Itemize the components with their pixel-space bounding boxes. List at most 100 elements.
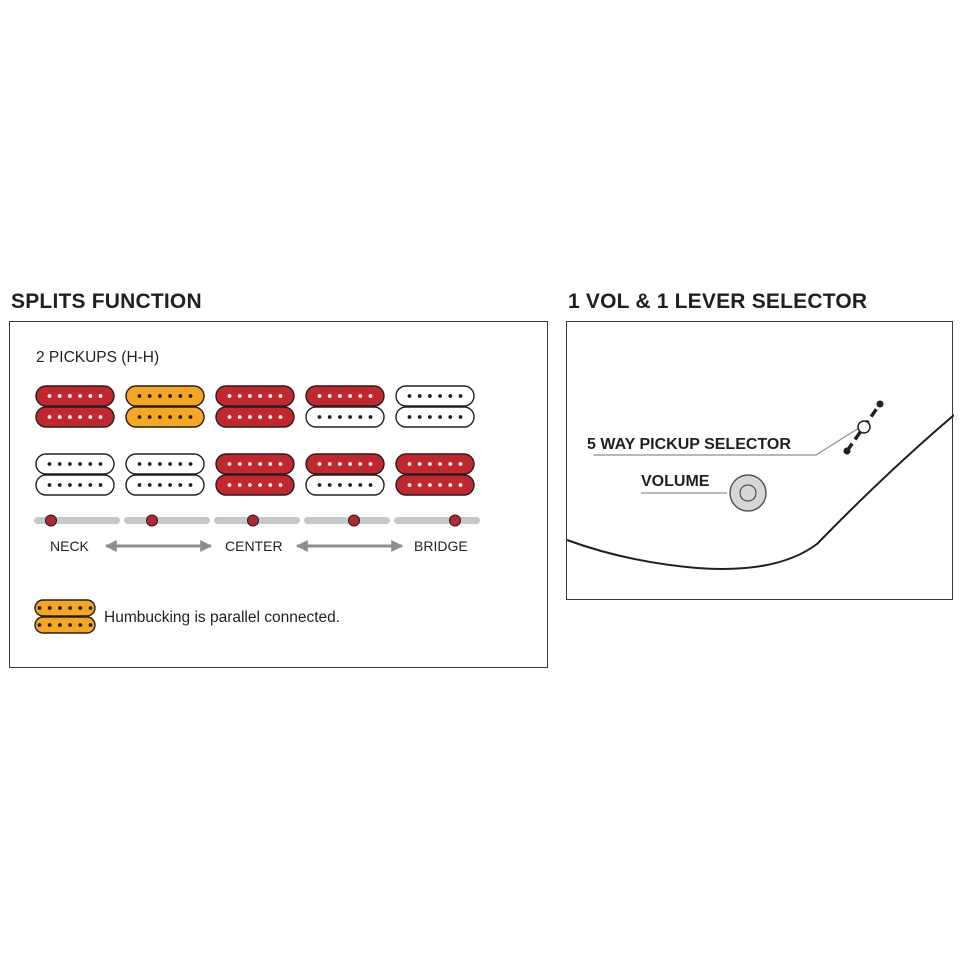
pole-piece bbox=[88, 623, 93, 627]
pole-piece bbox=[47, 394, 52, 398]
pickups-subtitle: 2 PICKUPS (H-H) bbox=[36, 349, 159, 366]
pole-piece bbox=[358, 483, 363, 487]
splits-function-title: SPLITS FUNCTION bbox=[11, 290, 202, 313]
pole-piece bbox=[98, 394, 103, 398]
pole-piece bbox=[68, 623, 72, 627]
legend-text: Humbucking is parallel connected. bbox=[104, 609, 340, 626]
pole-piece bbox=[428, 462, 432, 466]
switch-position-5 bbox=[394, 514, 480, 527]
pole-piece bbox=[268, 462, 273, 466]
pole-piece bbox=[268, 415, 273, 419]
pole-piece bbox=[417, 394, 422, 398]
pole-piece bbox=[407, 462, 412, 466]
legend-swatch bbox=[34, 599, 96, 634]
pole-piece bbox=[248, 462, 252, 466]
pole-piece bbox=[227, 415, 232, 419]
coil-top bbox=[215, 453, 295, 475]
neck-humbucker-pos5 bbox=[395, 385, 475, 428]
controls-title: 1 VOL & 1 LEVER SELECTOR bbox=[568, 290, 868, 313]
pole-piece bbox=[438, 394, 442, 398]
coil-bottom bbox=[305, 474, 385, 496]
coil-bottom bbox=[395, 474, 475, 496]
pole-piece bbox=[178, 394, 183, 398]
pole-piece bbox=[458, 483, 463, 487]
pole-piece bbox=[78, 462, 82, 466]
pole-piece bbox=[137, 483, 142, 487]
coil-bottom bbox=[35, 406, 115, 428]
pole-piece bbox=[37, 623, 42, 627]
pole-piece bbox=[428, 394, 432, 398]
pole-piece bbox=[58, 623, 62, 627]
switch-positions bbox=[34, 514, 480, 527]
pole-piece bbox=[407, 415, 412, 419]
pole-piece bbox=[237, 394, 242, 398]
pole-piece bbox=[268, 483, 273, 487]
pole-piece bbox=[327, 394, 332, 398]
pole-piece bbox=[368, 394, 373, 398]
pole-piece bbox=[147, 483, 152, 487]
pole-piece bbox=[368, 415, 373, 419]
pole-piece bbox=[68, 462, 72, 466]
pole-piece bbox=[278, 394, 283, 398]
neck-humbucker-pos3 bbox=[215, 385, 295, 428]
pole-piece bbox=[258, 483, 262, 487]
pole-piece bbox=[317, 415, 322, 419]
pole-piece bbox=[147, 415, 152, 419]
pole-piece bbox=[168, 483, 173, 487]
pole-piece bbox=[88, 415, 93, 419]
pole-piece bbox=[78, 623, 83, 627]
pole-piece bbox=[47, 415, 52, 419]
pole-piece bbox=[227, 394, 232, 398]
splits-diagram: 2 PICKUPS (H-H) NECK CENTER BRIDGE Humbu… bbox=[34, 349, 480, 634]
pole-piece bbox=[78, 415, 82, 419]
pole-piece bbox=[258, 415, 262, 419]
pole-piece bbox=[417, 483, 422, 487]
center-label: CENTER bbox=[225, 538, 283, 554]
pole-piece bbox=[47, 462, 52, 466]
pole-piece bbox=[237, 415, 242, 419]
coil-bottom bbox=[215, 406, 295, 428]
pole-piece bbox=[368, 483, 373, 487]
pole-piece bbox=[358, 462, 363, 466]
pole-piece bbox=[68, 394, 72, 398]
pole-piece bbox=[188, 415, 193, 419]
pole-piece bbox=[57, 394, 62, 398]
pole-piece bbox=[78, 394, 82, 398]
pole-piece bbox=[57, 415, 62, 419]
pole-piece bbox=[98, 483, 103, 487]
pole-piece bbox=[317, 394, 322, 398]
pole-piece bbox=[438, 415, 442, 419]
pole-piece bbox=[78, 483, 82, 487]
pole-piece bbox=[188, 394, 193, 398]
pole-piece bbox=[227, 483, 232, 487]
neck-humbucker-pos4 bbox=[305, 385, 385, 428]
legend-coil-top bbox=[34, 599, 96, 617]
bridge-humbucker-pos1 bbox=[35, 453, 115, 496]
pole-piece bbox=[448, 394, 453, 398]
pole-piece bbox=[158, 415, 162, 419]
bridge-humbucker-pos3 bbox=[215, 453, 295, 496]
pole-piece bbox=[58, 606, 62, 610]
pole-piece bbox=[188, 483, 193, 487]
pole-piece bbox=[158, 462, 162, 466]
pole-piece bbox=[178, 415, 183, 419]
pole-piece bbox=[358, 415, 363, 419]
pole-piece bbox=[68, 415, 72, 419]
coil-bottom bbox=[35, 474, 115, 496]
pole-piece bbox=[417, 415, 422, 419]
pole-piece bbox=[98, 462, 103, 466]
pole-piece bbox=[88, 462, 93, 466]
pole-piece bbox=[348, 462, 352, 466]
pole-piece bbox=[278, 462, 283, 466]
bridge-humbucker-pos4 bbox=[305, 453, 385, 496]
switch-position-2 bbox=[124, 514, 210, 527]
coil-top bbox=[35, 453, 115, 475]
pole-piece bbox=[338, 394, 342, 398]
pole-piece bbox=[327, 462, 332, 466]
neck-humbucker-pos1 bbox=[35, 385, 115, 428]
coil-top bbox=[305, 453, 385, 475]
selector-label: 5 WAY PICKUP SELECTOR bbox=[587, 436, 791, 453]
pickup-grid bbox=[35, 385, 475, 496]
bridge-humbucker-pos5 bbox=[395, 453, 475, 496]
pole-piece bbox=[147, 394, 152, 398]
